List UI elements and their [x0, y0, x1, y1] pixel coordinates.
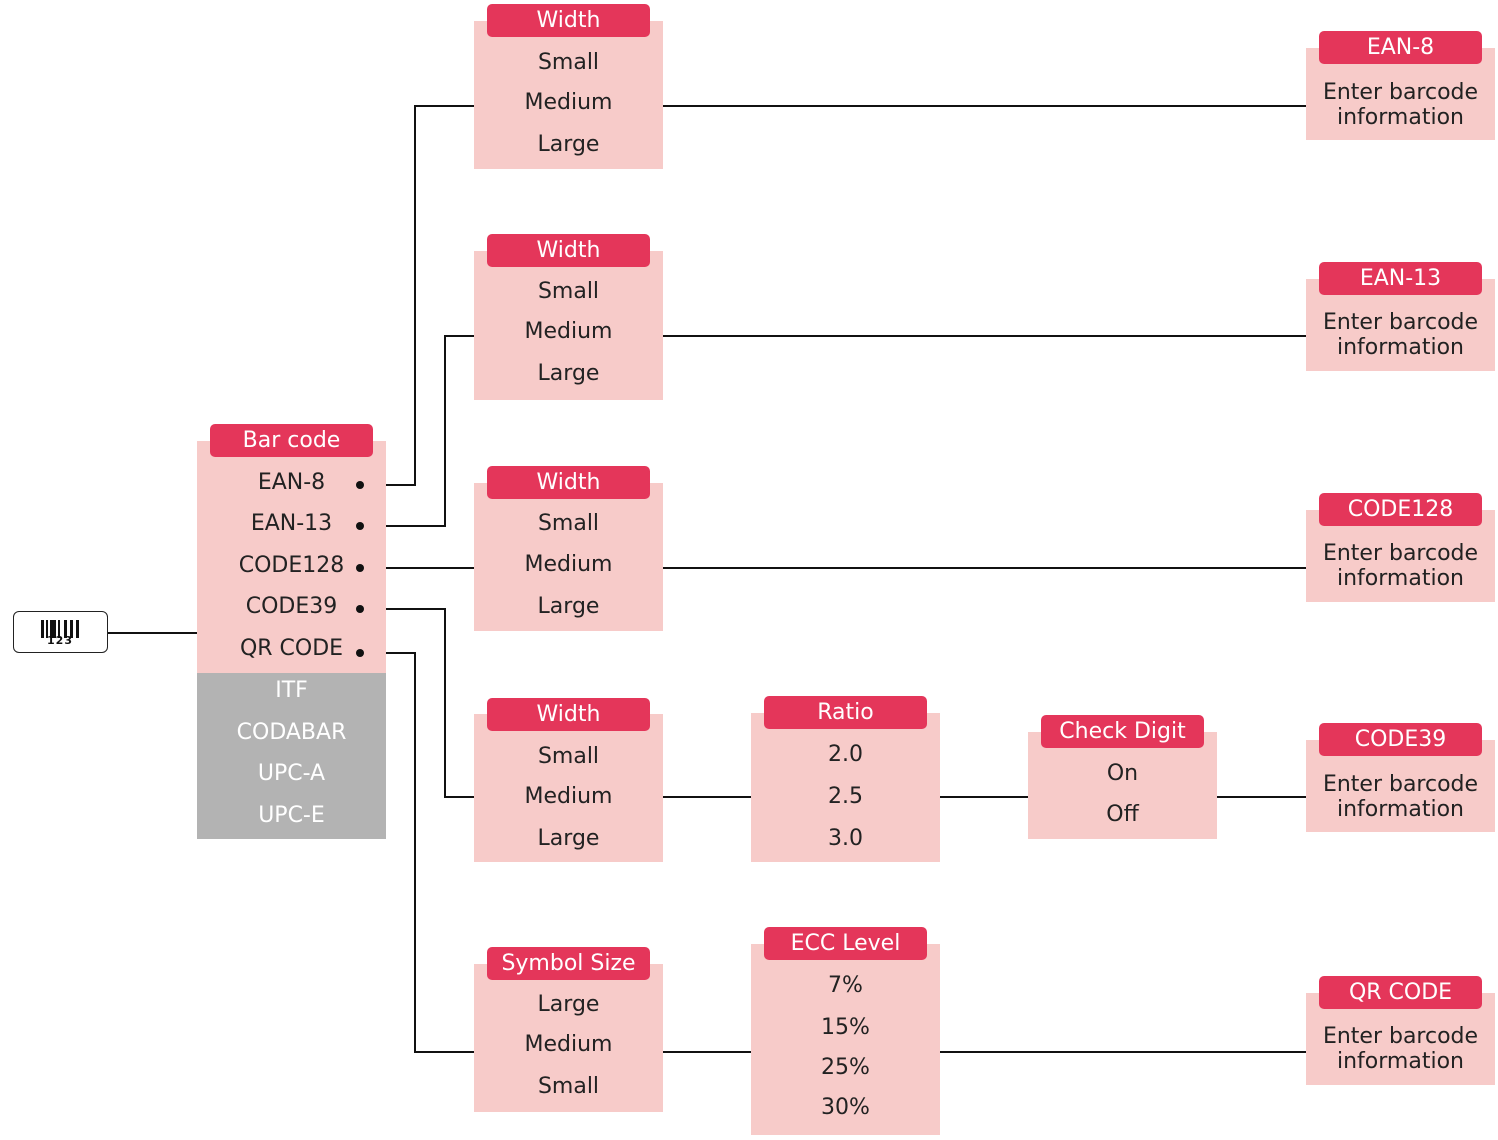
entry-text-code128: Enter barcode information: [1322, 541, 1479, 591]
width-menu-code39: [474, 714, 663, 862]
menu-item-upca: UPC-A: [257, 761, 326, 786]
width-option-large[interactable]: Large: [537, 594, 600, 619]
entry-text-ean8: Enter barcode information: [1322, 80, 1479, 130]
ecc-option-30[interactable]: 30%: [821, 1095, 870, 1120]
menu-item-qrcode[interactable]: QR CODE: [239, 636, 344, 661]
width-option-large[interactable]: Large: [537, 361, 600, 386]
check-digit-header: Check Digit: [1041, 715, 1204, 748]
width-menu-code128: [474, 483, 663, 631]
width-option-large[interactable]: Large: [537, 132, 600, 157]
check-digit-option-off[interactable]: Off: [1106, 802, 1139, 827]
symbol-size-option-medium[interactable]: Medium: [524, 1032, 613, 1057]
ecc-level-header: ECC Level: [764, 927, 927, 960]
connector-dot: [356, 522, 364, 530]
barcode-menu: [197, 441, 386, 673]
entry-header-ean13: EAN-13: [1319, 262, 1482, 295]
check-digit-menu: [1028, 732, 1217, 839]
width-menu-ean8: [474, 21, 663, 169]
check-digit-option-on[interactable]: On: [1106, 761, 1139, 786]
barcode-menu-header: Bar code: [210, 424, 373, 457]
width-menu-header: Width: [487, 4, 650, 37]
ecc-option-15[interactable]: 15%: [821, 1015, 870, 1040]
menu-item-codabar: CODABAR: [236, 720, 347, 745]
connector-ean8-to-width: [360, 105, 474, 486]
symbol-size-option-small[interactable]: Small: [537, 1074, 600, 1099]
ratio-option-2-5[interactable]: 2.5: [828, 784, 863, 809]
width-option-medium[interactable]: Medium: [524, 552, 613, 577]
width-option-small[interactable]: Small: [537, 511, 600, 536]
symbol-size-header: Symbol Size: [487, 947, 650, 980]
entry-header-ean8: EAN-8: [1319, 31, 1482, 64]
width-option-medium[interactable]: Medium: [524, 784, 613, 809]
entry-text-code39: Enter barcode information: [1322, 772, 1479, 822]
menu-item-code39[interactable]: CODE39: [245, 594, 338, 619]
width-menu-header: Width: [487, 466, 650, 499]
symbol-size-option-large[interactable]: Large: [537, 992, 600, 1017]
entry-text-qrcode: Enter barcode information: [1322, 1024, 1479, 1074]
entry-text-ean13: Enter barcode information: [1322, 310, 1479, 360]
entry-header-code39: CODE39: [1319, 723, 1482, 756]
width-option-small[interactable]: Small: [537, 744, 600, 769]
width-option-large[interactable]: Large: [537, 826, 600, 851]
ratio-menu: [751, 713, 940, 862]
barcode-icon[interactable]: 123: [13, 611, 108, 653]
width-option-medium[interactable]: Medium: [524, 319, 613, 344]
menu-item-upce: UPC-E: [258, 803, 325, 828]
ratio-header: Ratio: [764, 696, 927, 729]
width-menu-ean13: [474, 251, 663, 400]
connector-dot: [356, 605, 364, 613]
ecc-option-25[interactable]: 25%: [821, 1055, 870, 1080]
disabled-items: ITF CODABAR UPC-A UPC-E: [197, 673, 386, 839]
entry-header-code128: CODE128: [1319, 493, 1482, 526]
connector-code39-to-width: [360, 608, 474, 798]
width-option-small[interactable]: Small: [537, 50, 600, 75]
menu-item-code128[interactable]: CODE128: [238, 553, 345, 578]
connector-dot: [356, 481, 364, 489]
width-menu-header: Width: [487, 234, 650, 267]
menu-item-ean13[interactable]: EAN-13: [250, 511, 333, 536]
menu-item-itf: ITF: [275, 678, 308, 703]
ratio-option-3-0[interactable]: 3.0: [828, 826, 863, 851]
ecc-option-7[interactable]: 7%: [828, 973, 863, 998]
menu-item-ean8[interactable]: EAN-8: [257, 470, 326, 495]
barcode-digits: 123: [47, 634, 73, 647]
connector-dot: [356, 649, 364, 657]
ecc-level-menu: [751, 944, 940, 1135]
connector-ean13-to-width: [360, 335, 474, 527]
entry-header-qrcode: QR CODE: [1319, 976, 1482, 1009]
connector-dot: [356, 564, 364, 572]
connector-qrcode-to-symbolsize: [360, 652, 474, 1053]
width-option-small[interactable]: Small: [537, 279, 600, 304]
width-option-medium[interactable]: Medium: [524, 90, 613, 115]
width-menu-header: Width: [487, 698, 650, 731]
barcode-bars: [41, 620, 81, 638]
ratio-option-2-0[interactable]: 2.0: [828, 742, 863, 767]
symbol-size-menu: [474, 964, 663, 1112]
